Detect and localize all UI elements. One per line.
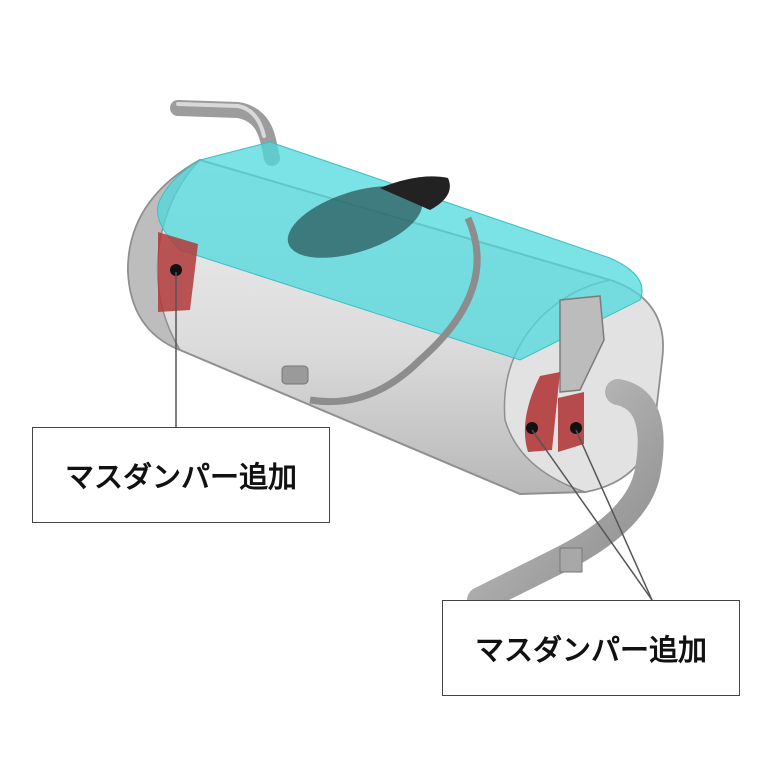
callout-left-label: マスダンパー追加 <box>32 427 330 523</box>
outlet-pipe <box>467 379 664 613</box>
internal-baffle <box>287 186 423 258</box>
mounting-band <box>309 216 481 406</box>
hanger-bracket <box>559 295 605 393</box>
mass-damper-right-b <box>558 392 584 452</box>
leader-line-right-a <box>531 429 653 601</box>
leader-line-right-b <box>575 429 653 601</box>
callout-right-label: マスダンパー追加 <box>442 600 740 696</box>
